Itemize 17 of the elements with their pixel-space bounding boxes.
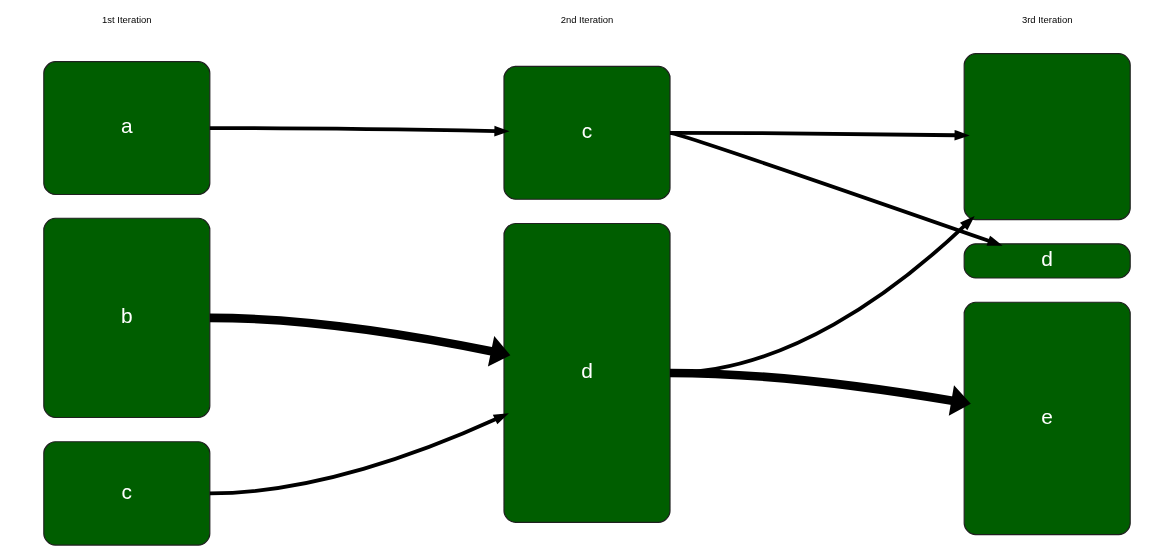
arrow: [209, 413, 509, 496]
label: 3rd Iteration: [1021, 14, 1073, 26]
arrow: [209, 313, 511, 367]
node-box: c: [503, 65, 671, 200]
node-box: d: [963, 243, 1131, 279]
node-box: b: [43, 217, 211, 419]
arrow: [209, 125, 510, 137]
node-box: e: [963, 301, 1131, 536]
label: 1st Iteration: [102, 14, 152, 26]
label: 2nd Iteration: [560, 14, 614, 26]
node-box: [963, 53, 1131, 221]
arrow: [669, 368, 971, 416]
arrow: [669, 131, 1003, 246]
arrow: [670, 129, 970, 141]
node-box: c: [43, 441, 211, 546]
node-box: a: [43, 61, 211, 196]
node-box: d: [503, 222, 671, 523]
